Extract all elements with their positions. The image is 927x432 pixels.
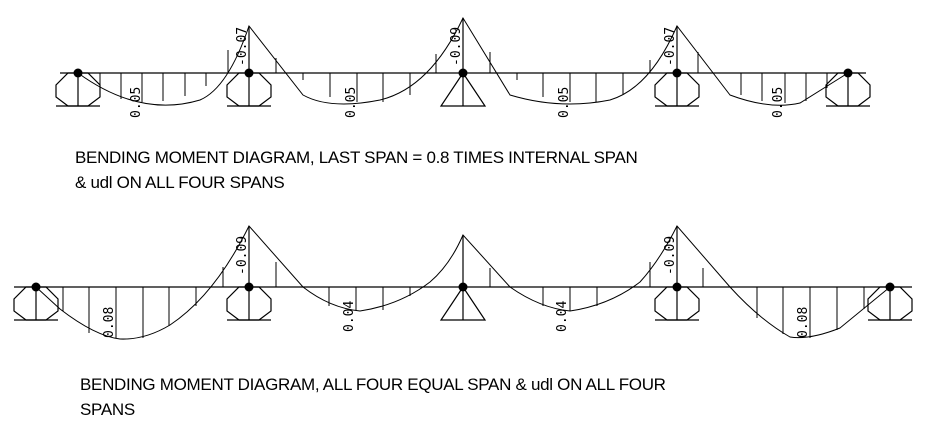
support-roller xyxy=(654,226,700,321)
support-moment-label: -0.09 xyxy=(449,27,464,66)
span-moment-label: 0.08 xyxy=(796,307,811,338)
span-moment-label: 0.04 xyxy=(555,301,570,332)
support-pin xyxy=(439,18,487,107)
caption-line: & udl ON ALL FOUR SPANS xyxy=(75,173,285,192)
span-moment-label: 0.04 xyxy=(342,301,357,332)
support-roller xyxy=(55,72,101,107)
support-moment-label: -0.07 xyxy=(235,27,250,66)
span-moment-label: 0.05 xyxy=(129,87,144,118)
caption-line: BENDING MOMENT DIAGRAM, LAST SPAN = 0.8 … xyxy=(75,148,638,167)
bm-curve xyxy=(77,16,849,106)
caption-top: BENDING MOMENT DIAGRAM, LAST SPAN = 0.8 … xyxy=(75,145,638,195)
support-roller xyxy=(226,26,272,107)
support-pin xyxy=(439,235,487,321)
support-moment-label: -0.09 xyxy=(663,236,678,275)
support-roller xyxy=(654,26,700,107)
support-moment-label: -0.07 xyxy=(663,27,678,66)
caption-line: BENDING MOMENT DIAGRAM, ALL FOUR EQUAL S… xyxy=(80,375,666,394)
support-roller xyxy=(825,72,871,107)
bm-ordinates xyxy=(99,50,828,103)
span-moment-label: 0.08 xyxy=(102,307,117,338)
caption-line: SPANS xyxy=(80,400,135,419)
span-moment-label: 0.05 xyxy=(557,87,572,118)
support-moment-label: -0.09 xyxy=(235,236,250,275)
bmd-bottom: -0.09 -0.09 0.08 0.04 0.04 0.08 xyxy=(13,225,913,340)
bmd-top: -0.07 -0.09 -0.07 0.05 0.05 0.05 0.05 xyxy=(55,16,871,118)
bm-ordinates xyxy=(62,262,865,338)
caption-bottom: BENDING MOMENT DIAGRAM, ALL FOUR EQUAL S… xyxy=(80,372,666,422)
support-roller xyxy=(226,226,272,321)
support-roller xyxy=(13,286,59,321)
support-roller xyxy=(867,286,913,321)
span-moment-label: 0.05 xyxy=(344,87,359,118)
joint-nodes xyxy=(31,282,895,292)
joint-nodes xyxy=(73,68,853,78)
span-moment-label: 0.05 xyxy=(771,87,786,118)
